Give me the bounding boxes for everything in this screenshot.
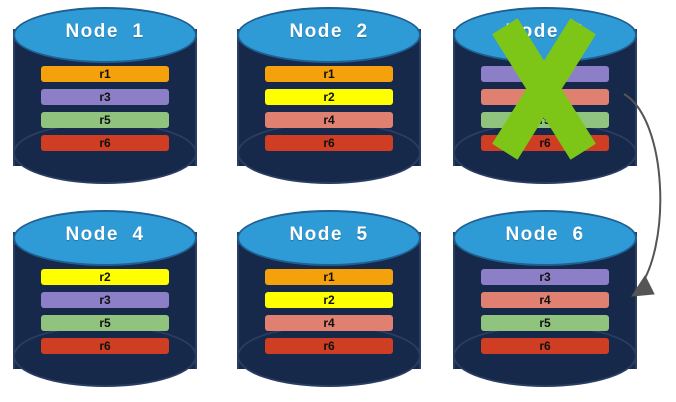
- node-5-replica-list: r1 r2 r4 r6: [265, 269, 393, 354]
- node-3-label: Node 3: [505, 21, 585, 42]
- cylinder-top: [453, 210, 637, 266]
- replica-bar[interactable]: r6: [41, 135, 169, 151]
- replica-bar[interactable]: r4: [265, 112, 393, 128]
- replica-bar[interactable]: r2: [41, 269, 169, 285]
- replica-bar[interactable]: r5: [41, 315, 169, 331]
- replica-bar[interactable]: r5: [481, 112, 609, 128]
- replica-bar[interactable]: r6: [265, 338, 393, 354]
- replica-bar[interactable]: r2: [265, 89, 393, 105]
- node-4-label: Node 4: [65, 224, 145, 245]
- node-5[interactable]: Node 5 r1 r2 r4 r6: [237, 210, 421, 391]
- cylinder-bottom: [453, 325, 637, 387]
- node-1-label: Node 1: [65, 21, 145, 42]
- node-6-replica-list: r3 r4 r5 r6: [481, 269, 609, 354]
- replica-bar[interactable]: r3: [41, 89, 169, 105]
- node-4-replica-list: r2 r3 r5 r6: [41, 269, 169, 354]
- replica-bar[interactable]: r4: [481, 89, 609, 105]
- node-2-replica-list: r1 r2 r4 r6: [265, 66, 393, 151]
- node-3[interactable]: Node 3 r3 r4 r5 r6: [453, 7, 637, 188]
- replica-bar[interactable]: r3: [481, 269, 609, 285]
- replica-bar[interactable]: r6: [481, 135, 609, 151]
- replica-bar[interactable]: r3: [481, 66, 609, 82]
- replica-bar[interactable]: r4: [265, 315, 393, 331]
- replica-bar[interactable]: r1: [265, 66, 393, 82]
- node-2[interactable]: Node 2 r1 r2 r4 r6: [237, 7, 421, 188]
- cylinder-top: [13, 7, 197, 63]
- cylinder-bottom: [237, 122, 421, 184]
- replica-bar[interactable]: r1: [265, 269, 393, 285]
- node-3-replica-list: r3 r4 r5 r6: [481, 66, 609, 151]
- replica-bar[interactable]: r2: [265, 292, 393, 308]
- cylinder-bottom: [13, 122, 197, 184]
- replica-bar[interactable]: r3: [41, 292, 169, 308]
- node-1[interactable]: Node 1 r1 r3 r5 r6: [13, 7, 197, 188]
- replica-bar[interactable]: r1: [41, 66, 169, 82]
- node-5-label: Node 5: [289, 224, 369, 245]
- cylinder-top: [13, 210, 197, 266]
- replica-bar[interactable]: r5: [481, 315, 609, 331]
- node-6[interactable]: Node 6 r3 r4 r5 r6: [453, 210, 637, 391]
- replica-bar[interactable]: r6: [481, 338, 609, 354]
- node-2-label: Node 2: [289, 21, 369, 42]
- cylinder-bottom: [13, 325, 197, 387]
- cylinder-top: [237, 7, 421, 63]
- replica-bar[interactable]: r6: [41, 338, 169, 354]
- node-1-replica-list: r1 r3 r5 r6: [41, 66, 169, 151]
- node-6-label: Node 6: [505, 224, 585, 245]
- replica-bar[interactable]: r5: [41, 112, 169, 128]
- replica-bar[interactable]: r4: [481, 292, 609, 308]
- node-4[interactable]: Node 4 r2 r3 r5 r6: [13, 210, 197, 391]
- replica-bar[interactable]: r6: [265, 135, 393, 151]
- cylinder-top: [237, 210, 421, 266]
